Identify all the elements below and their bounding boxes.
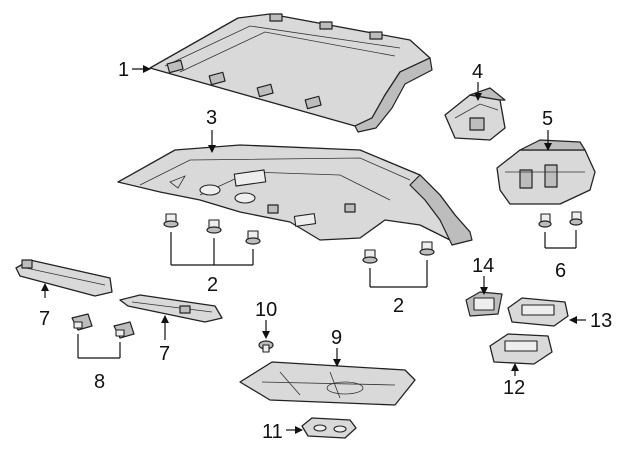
callout-12: 12 [503, 377, 525, 399]
callout-13: 13 [590, 310, 612, 332]
bracket-5 [496, 139, 596, 205]
fastener-6-a [538, 213, 552, 228]
fastener-2-right-a [362, 249, 378, 264]
sun-visor-7-left [15, 259, 113, 297]
console-base-9 [239, 361, 416, 406]
callout-11: 11 [262, 421, 283, 443]
lens-13 [507, 297, 569, 327]
headliner-main-3 [117, 144, 473, 246]
fastener-2-left-b [206, 219, 222, 234]
trim-11 [301, 417, 357, 439]
callout-4: 4 [472, 61, 483, 83]
callout-10: 10 [255, 299, 277, 321]
callout-1: 1 [118, 59, 129, 81]
callout-6: 6 [555, 260, 566, 282]
sun-visor-7-right [119, 294, 223, 323]
screw-10 [258, 340, 274, 353]
callout-5: 5 [542, 108, 553, 130]
lamp-housing-12 [489, 333, 553, 365]
callout-2-left: 2 [207, 274, 218, 296]
callout-2-right: 2 [393, 295, 404, 317]
callout-8: 8 [94, 371, 105, 393]
leader-lines [41, 65, 586, 434]
callout-7-left: 7 [39, 308, 50, 330]
callout-14: 14 [472, 255, 494, 277]
bracket-4 [444, 87, 506, 141]
fastener-2-left-c [245, 230, 261, 245]
headliner-panel-1 [149, 13, 433, 133]
visor-clip-8-a [71, 313, 93, 331]
bezel-14 [465, 291, 503, 317]
visor-clip-8-b [113, 321, 135, 339]
fastener-2-left-a [163, 213, 179, 228]
fastener-2-right-b [419, 241, 435, 256]
callout-9: 9 [331, 327, 342, 349]
callout-7-right: 7 [159, 343, 170, 365]
fastener-6-b [569, 211, 583, 226]
callout-3: 3 [206, 107, 217, 129]
